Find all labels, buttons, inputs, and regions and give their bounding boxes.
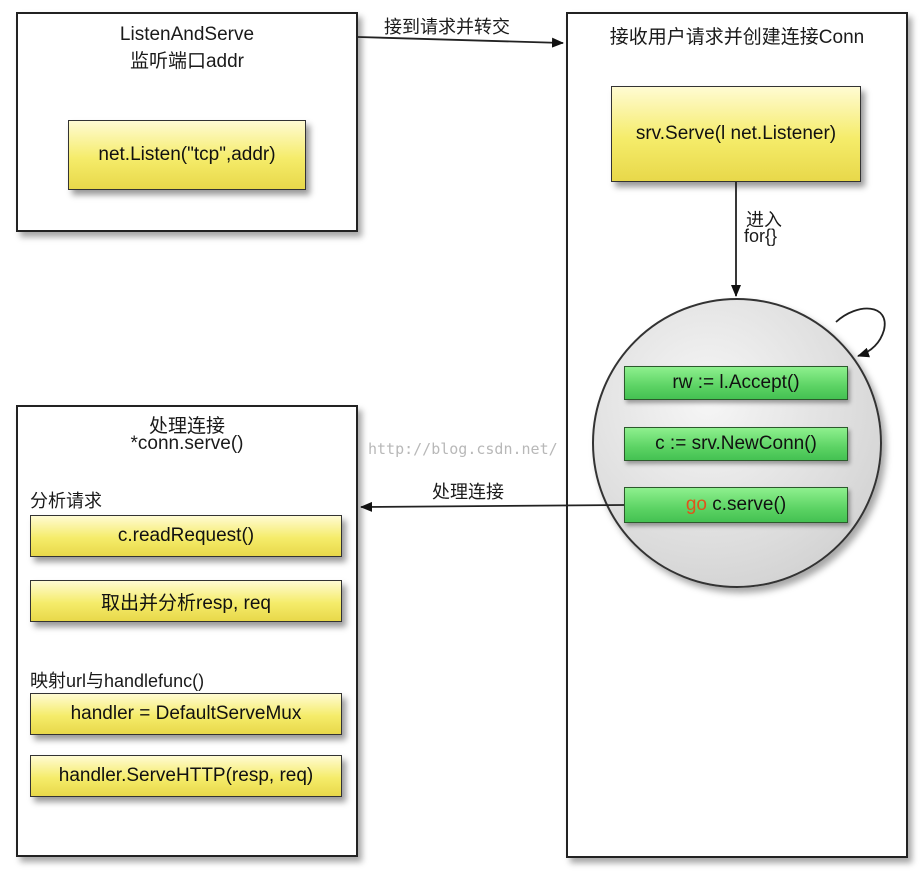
conn-serve-subtitle: *conn.serve() xyxy=(130,433,244,454)
accept-box: rw := l.Accept() xyxy=(624,366,848,400)
analyze-request-label: 分析请求 xyxy=(30,491,102,511)
new-conn-box: c := srv.NewConn() xyxy=(624,427,848,461)
map-url-label: 映射url与handlefunc() xyxy=(30,671,205,691)
listen-and-serve-subtitle: 监听端口addr xyxy=(129,51,245,72)
transfer-arrow xyxy=(357,36,564,48)
loop-label-for: for{} xyxy=(744,226,778,246)
read-request-box: c.readRequest() xyxy=(30,515,342,557)
serve-http-box: handler.ServeHTTP(resp, req) xyxy=(30,755,342,797)
go-keyword: go xyxy=(685,494,707,515)
watermark: http://blog.csdn.net/ xyxy=(368,440,558,458)
handle-conn-arrow xyxy=(360,501,625,512)
loop-label-enter: 进入 xyxy=(746,210,782,230)
go-call: c.serve() xyxy=(706,494,787,515)
loop-self-arrow xyxy=(835,307,886,358)
listen-and-serve-title: ListenAndServe xyxy=(119,24,255,45)
serve-panel-title: 接收用户请求并创建连接Conn xyxy=(609,27,865,48)
extract-resp-req-box: 取出并分析resp, req xyxy=(30,580,342,622)
net-listen-box: net.Listen("tcp",addr) xyxy=(68,120,306,190)
bottom-arrow-label: 处理连接 xyxy=(432,482,504,502)
go-serve-box: go c.serve() xyxy=(624,487,848,523)
default-serve-mux-box: handler = DefaultServeMux xyxy=(30,693,342,735)
conn-serve-title: 处理连接 xyxy=(148,416,225,437)
top-arrow-label: 接到请求并转交 xyxy=(384,17,510,37)
srv-serve-box: srv.Serve(l net.Listener) xyxy=(611,86,861,182)
